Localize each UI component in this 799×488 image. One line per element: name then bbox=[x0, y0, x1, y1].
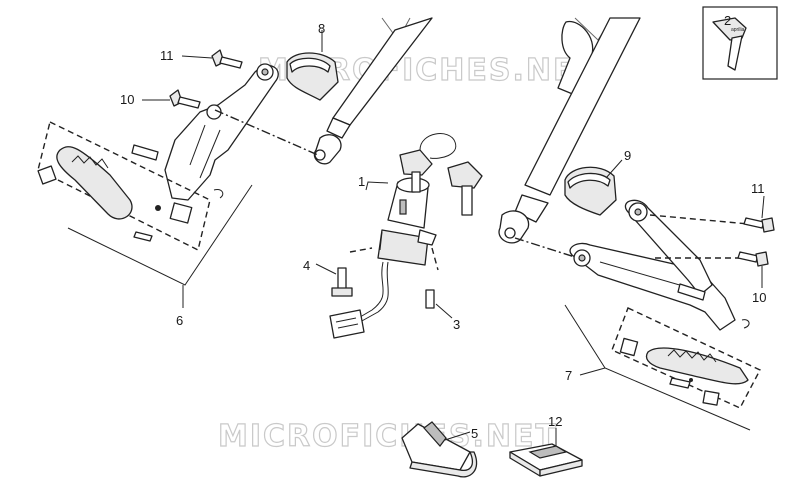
frame-right bbox=[498, 17, 641, 244]
callout-9: 9 bbox=[624, 148, 631, 163]
callout-12: 12 bbox=[548, 414, 562, 429]
screw-10-left bbox=[142, 89, 201, 109]
screw-11-right bbox=[743, 195, 775, 233]
screw-4 bbox=[315, 263, 353, 297]
tool-pouch bbox=[401, 421, 478, 478]
watermark-bottom: MICROFICHES.NET bbox=[218, 419, 558, 454]
clamp-8 bbox=[286, 30, 339, 101]
callout-3: 3 bbox=[453, 317, 460, 332]
callout-11-right: 11 bbox=[751, 181, 765, 196]
right-footpeg-assembly bbox=[514, 199, 761, 431]
frame-left bbox=[313, 17, 433, 165]
callout-11-left: 11 bbox=[160, 48, 174, 63]
callout-5: 5 bbox=[471, 426, 478, 441]
callout-1: 1 bbox=[358, 174, 365, 189]
callout-10-left: 10 bbox=[120, 92, 134, 107]
callout-4: 4 bbox=[303, 258, 310, 273]
left-footpeg-assembly bbox=[37, 63, 319, 308]
callout-10-right: 10 bbox=[752, 290, 766, 305]
key-blank: aprilia bbox=[712, 17, 747, 71]
screw-3 bbox=[425, 289, 453, 319]
callout-6: 6 bbox=[176, 313, 183, 328]
callouts: 2 8 11 10 1 9 11 4 10 6 3 7 12 5 bbox=[120, 13, 766, 441]
callout-8: 8 bbox=[318, 21, 325, 36]
callout-7: 7 bbox=[565, 368, 572, 383]
clamp-9 bbox=[564, 159, 623, 216]
ignition-switch bbox=[329, 177, 439, 339]
screw-10-right bbox=[737, 251, 769, 288]
ignition-keys bbox=[365, 133, 483, 216]
owners-manual bbox=[509, 428, 583, 477]
callout-2: 2 bbox=[724, 13, 731, 28]
key-brand-label: aprilia bbox=[731, 27, 745, 33]
screw-11-left bbox=[181, 49, 243, 69]
